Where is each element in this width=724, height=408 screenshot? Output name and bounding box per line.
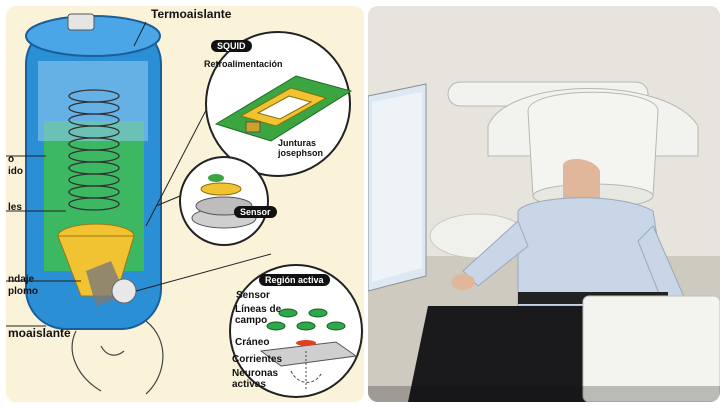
label-termoaislante-bottom: moaislante	[8, 328, 71, 339]
meg-diagram-drawing	[6, 6, 364, 402]
label-nitrogeno-1: o	[8, 154, 14, 165]
head-sketch	[72, 321, 163, 394]
label-neuronas: Neuronas	[232, 368, 278, 379]
label-corrientes: Corrientes	[232, 354, 282, 365]
label-blindaje-1: ndaje	[8, 274, 34, 285]
meg-scanner-photo	[368, 6, 720, 402]
label-nitrogeno-2: ido	[8, 166, 23, 177]
monitor-screen	[368, 84, 426, 291]
label-blindaje-2: plomo	[8, 286, 38, 297]
label-campo: campo	[235, 315, 267, 326]
label-helio: les	[8, 202, 22, 213]
label-retroalimentacion: Retroalimentación	[204, 59, 283, 70]
label-lineas-de: Líneas de	[235, 304, 281, 315]
label-craneo: Cráneo	[235, 337, 269, 348]
label-josephson: josephson	[278, 148, 323, 159]
meg-diagram-panel: Termoaislante o ido les ndaje plomo moai…	[6, 6, 364, 402]
region-title: Región activa	[259, 274, 330, 286]
sensor-detail	[180, 157, 268, 245]
squid-title: SQUID	[211, 40, 252, 52]
photo-illustration	[368, 6, 720, 402]
label-activas: activas	[232, 379, 266, 390]
sensor-title: Sensor	[234, 206, 277, 218]
label-termoaislante-top: Termoaislante	[151, 9, 231, 20]
label-sensor: Sensor	[236, 290, 270, 301]
